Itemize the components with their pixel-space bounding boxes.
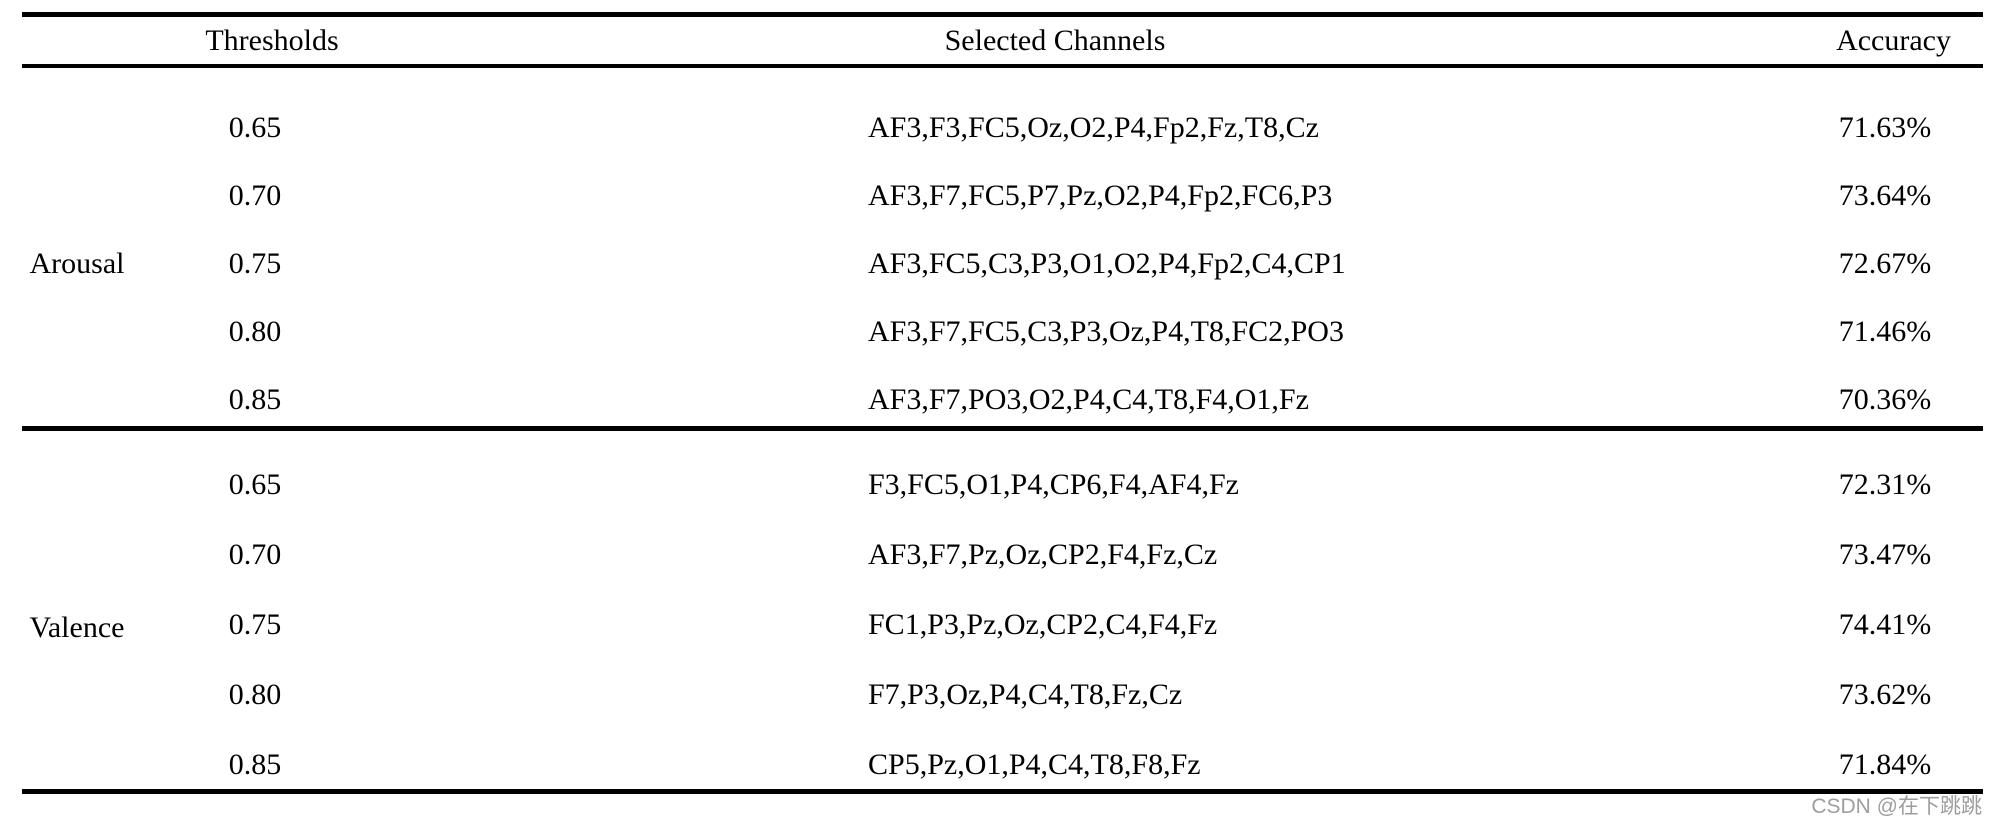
table-row: 0.85 CP5,Pz,O1,P4,C4,T8,F8,Fz 71.84% xyxy=(0,730,1996,800)
selected-channels-value: F7,P3,Oz,P4,C4,T8,Fz,Cz xyxy=(868,678,1183,711)
table-row: 0.70 AF3,F7,FC5,P7,Pz,O2,P4,Fp2,FC6,P3 7… xyxy=(0,162,1996,230)
threshold-value: 0.70 xyxy=(228,538,282,571)
threshold-value: 0.80 xyxy=(228,678,282,711)
accuracy-value: 72.67% xyxy=(1838,247,1932,280)
selected-channels-value: FC1,P3,Pz,Oz,CP2,C4,F4,Fz xyxy=(868,608,1218,641)
accuracy-value: 71.63% xyxy=(1838,111,1932,144)
selected-channels-value: AF3,F7,FC5,C3,P3,Oz,P4,T8,FC2,PO3 xyxy=(868,315,1344,348)
table-row: 0.65 F3,FC5,O1,P4,CP6,F4,AF4,Fz 72.31% xyxy=(0,450,1996,520)
threshold-value: 0.70 xyxy=(228,179,282,212)
threshold-value: 0.75 xyxy=(228,247,282,280)
arousal-section: Arousal 0.65 AF3,F3,FC5,Oz,O2,P4,Fp2,Fz,… xyxy=(0,70,1996,426)
threshold-value: 0.85 xyxy=(228,748,282,781)
accuracy-value: 73.47% xyxy=(1838,538,1932,571)
header-underline xyxy=(22,64,1983,68)
valence-section: Valence 0.65 F3,FC5,O1,P4,CP6,F4,AF4,Fz … xyxy=(0,431,1996,789)
header-thresholds: Thresholds xyxy=(205,23,339,57)
group-label-arousal: Arousal xyxy=(29,247,125,280)
accuracy-value: 70.36% xyxy=(1838,383,1932,416)
selected-channels-value: AF3,F7,FC5,P7,Pz,O2,P4,Fp2,FC6,P3 xyxy=(868,179,1333,212)
accuracy-value: 73.64% xyxy=(1838,179,1932,212)
accuracy-value: 71.84% xyxy=(1838,748,1932,781)
selected-channels-value: AF3,F7,PO3,O2,P4,C4,T8,F4,O1,Fz xyxy=(868,383,1309,416)
header-accuracy: Accuracy xyxy=(1836,23,1951,57)
table-row: 0.75 FC1,P3,Pz,Oz,CP2,C4,F4,Fz 74.41% xyxy=(0,590,1996,660)
csdn-watermark: CSDN @在下跳跳 xyxy=(1811,795,1982,818)
header-selected-channels: Selected Channels xyxy=(944,23,1166,57)
selected-channels-value: AF3,F3,FC5,Oz,O2,P4,Fp2,Fz,T8,Cz xyxy=(868,111,1319,144)
threshold-value: 0.65 xyxy=(228,468,282,501)
threshold-value: 0.65 xyxy=(228,111,282,144)
selected-channels-value: AF3,F7,Pz,Oz,CP2,F4,Fz,Cz xyxy=(868,538,1218,571)
table-header-row: Thresholds Selected Channels Accuracy xyxy=(0,17,1996,64)
table-row: 0.80 F7,P3,Oz,P4,C4,T8,Fz,Cz 73.62% xyxy=(0,660,1996,730)
table-row: 0.85 AF3,F7,PO3,O2,P4,C4,T8,F4,O1,Fz 70.… xyxy=(0,366,1996,434)
table-bottom-border xyxy=(22,789,1983,794)
table-row: 0.75 AF3,FC5,C3,P3,O1,O2,P4,Fp2,C4,CP1 7… xyxy=(0,230,1996,298)
group-label-valence: Valence xyxy=(29,611,125,644)
threshold-value: 0.80 xyxy=(228,315,282,348)
accuracy-value: 73.62% xyxy=(1838,678,1932,711)
section-divider xyxy=(22,426,1983,431)
selected-channels-value: F3,FC5,O1,P4,CP6,F4,AF4,Fz xyxy=(868,468,1239,501)
selected-channels-value: AF3,FC5,C3,P3,O1,O2,P4,Fp2,C4,CP1 xyxy=(868,247,1346,280)
threshold-value: 0.85 xyxy=(228,383,282,416)
accuracy-value: 72.31% xyxy=(1838,468,1932,501)
table-row: 0.65 AF3,F3,FC5,Oz,O2,P4,Fp2,Fz,T8,Cz 71… xyxy=(0,94,1996,162)
accuracy-value: 71.46% xyxy=(1838,315,1932,348)
table-row: 0.70 AF3,F7,Pz,Oz,CP2,F4,Fz,Cz 73.47% xyxy=(0,520,1996,590)
threshold-value: 0.75 xyxy=(228,608,282,641)
table-top-border xyxy=(22,12,1983,17)
selected-channels-value: CP5,Pz,O1,P4,C4,T8,F8,Fz xyxy=(868,748,1201,781)
accuracy-value: 74.41% xyxy=(1838,608,1932,641)
table-row: 0.80 AF3,F7,FC5,C3,P3,Oz,P4,T8,FC2,PO3 7… xyxy=(0,298,1996,366)
